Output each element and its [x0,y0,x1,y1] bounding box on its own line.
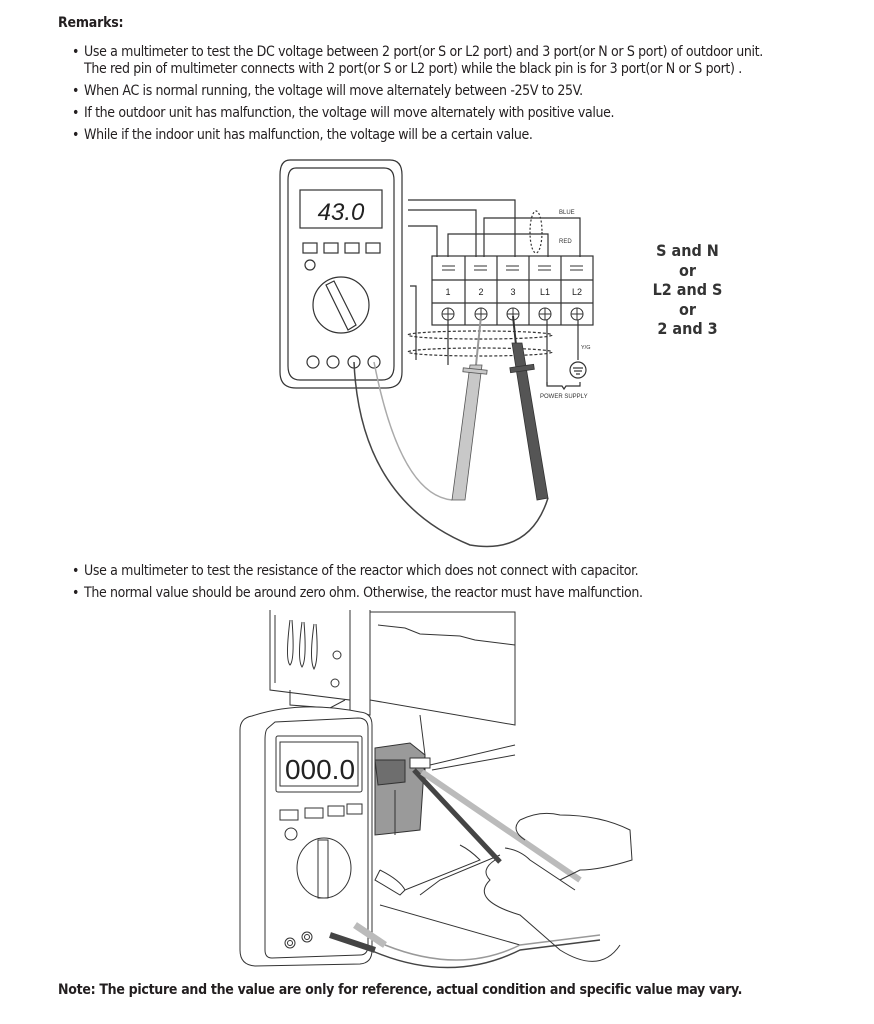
voltage-test-bullets: Use a multimeter to test the DC voltage … [72,44,862,149]
bullet-text: Use a multimeter to test the DC voltage … [84,44,763,60]
multimeter-1-button[interactable] [323,242,339,254]
multimeter-2-button[interactable] [327,805,345,817]
red-probe [420,769,582,883]
bullet-item: While if the indoor unit has malfunction… [72,127,862,144]
multimeter-1-screen [299,189,383,229]
bullet-text: Use a multimeter to test the resistance … [84,563,639,579]
red-wire-label: RED [559,239,572,245]
port-option: 2 and 3 [657,319,718,338]
wire-bundle-marker [529,210,543,254]
reactor [374,742,426,836]
bullet-text: The normal value should be around zero o… [84,585,643,601]
port-option-separator: or [679,299,696,319]
multimeter-2-button[interactable] [304,807,324,819]
jack-icon [301,931,313,943]
bullet-item: Use a multimeter to test the resistance … [72,563,862,580]
bullet-text: If the outdoor unit has malfunction, the… [84,105,615,121]
terminal-label: L1 [540,287,550,297]
red-probe [451,315,488,501]
bullet-item: The normal value should be around zero o… [72,585,862,602]
voltage-test-diagram: 43.0 1 2 3 L1 L2 BLUE RED Y/G POWER SUPP… [279,159,594,548]
terminal-label: 1 [445,287,450,297]
multimeter-2-reading: 000.0 [285,754,355,785]
jack-icon [326,355,340,369]
multimeter-2-button[interactable] [279,809,299,821]
black-probe [412,768,502,864]
reference-note: Note: The picture and the value are only… [58,982,743,998]
reactor-test-bullets: Use a multimeter to test the resistance … [72,563,862,607]
multimeter-2-power-button[interactable] [284,827,298,841]
multimeter-1-button[interactable] [344,242,360,254]
bullet-text: While if the indoor unit has malfunction… [84,127,533,143]
remarks-title: Remarks: [58,15,124,31]
jack-icon [284,937,296,949]
bullet-item: Use a multimeter to test the DC voltage … [72,44,862,78]
yg-wire-label: Y/G [581,345,590,351]
blue-wire-label: BLUE [559,210,575,216]
terminal-label: 2 [478,287,483,297]
terminal-label: L2 [572,287,582,297]
multimeter-1-reading: 43.0 [318,199,365,226]
bullet-item: If the outdoor unit has malfunction, the… [72,105,862,122]
bullet-item: When AC is normal running, the voltage w… [72,83,862,100]
power-supply-label: POWER SUPPLY [540,394,588,400]
multimeter-1-button[interactable] [365,242,381,254]
multimeter-1-dial[interactable] [312,276,370,334]
terminal-label: 3 [510,287,515,297]
multimeter-2 [239,706,373,967]
black-probe [509,315,549,501]
multimeter-1-power-button[interactable] [304,259,316,271]
port-option: L2 and S [652,280,723,299]
port-options-label: S and N or L2 and S or 2 and 3 [640,241,735,339]
bullet-text-continued: The red pin of multimeter connects with … [84,61,742,77]
bullet-text: When AC is normal running, the voltage w… [84,83,583,99]
ground-icon [569,361,587,379]
multimeter-1 [279,159,403,389]
multimeter-2-screen [275,735,363,793]
multimeter-1-button[interactable] [302,242,318,254]
port-option-separator: or [679,260,696,280]
hands [483,812,633,962]
jack-icon [367,355,381,369]
dial-pointer-icon [325,280,357,331]
jack-icon [306,355,320,369]
port-option: S and N [656,241,719,260]
multimeter-2-button[interactable] [346,803,363,815]
